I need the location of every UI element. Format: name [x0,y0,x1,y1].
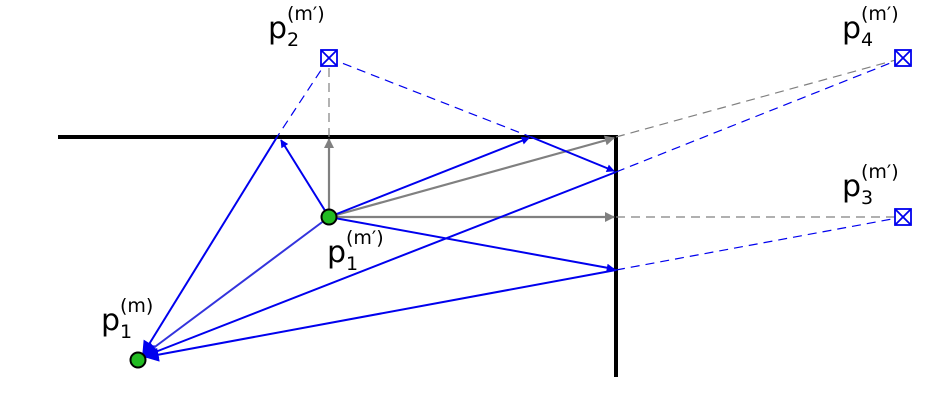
label-p1mp: p 1 (m′) [327,227,384,275]
ray-source-to-top-wall-b [328,136,530,218]
label-p2mp: p 2 (m′) [268,3,325,51]
svg-text:p: p [327,235,346,270]
dashed-line-p2-to-reflection-b [328,57,532,138]
ray-right-wall-to-receiver-lower [144,269,617,362]
svg-text:p: p [842,11,861,46]
ray-right-wall-to-receiver-upper [143,171,617,358]
label-p4mp: p 4 (m′) [842,3,899,51]
svg-text:(m′): (m′) [861,161,899,183]
svg-text:p: p [268,11,287,46]
svg-text:(m′): (m′) [861,3,899,25]
ray-source-to-right-wall [328,216,615,272]
dashed-line-p3-blue [615,216,904,271]
image-source-p4-icon [894,49,912,67]
dashed-line-p2-to-reflection-a [276,57,330,138]
svg-text:1: 1 [120,321,132,343]
receiver-p1m-icon [129,351,147,369]
label-p1m: p 1 (m) [101,295,153,343]
ray-direct-source-to-receiver [142,216,330,356]
svg-text:4: 4 [861,29,873,51]
image-source-p3-icon [894,208,912,226]
svg-text:p: p [101,303,120,338]
dashed-line-p4-gray [615,57,904,138]
gray-vectors [324,135,615,222]
svg-text:2: 2 [287,29,299,51]
ray-top-wall-a-to-receiver [142,136,278,356]
source-points [129,208,338,369]
svg-text:p: p [842,169,861,204]
svg-text:(m′): (m′) [346,227,384,249]
image-source-markers [320,49,912,226]
svg-text:(m′): (m′) [287,3,325,25]
ray-paths [142,136,617,362]
svg-text:1: 1 [346,253,358,275]
image-source-p2-icon [320,49,338,67]
ray-top-wall-b-to-right-wall [530,136,615,172]
ray-source-to-top-wall-a [280,139,330,218]
svg-text:3: 3 [861,187,873,209]
svg-text:(m): (m) [120,295,153,317]
label-p3mp: p 3 (m′) [842,161,899,209]
dashed-line-p4-blue [615,57,904,173]
normal-arrow-corner [328,135,615,219]
dashed-construction-lines [276,57,904,271]
source-p1mp-icon [320,208,338,226]
